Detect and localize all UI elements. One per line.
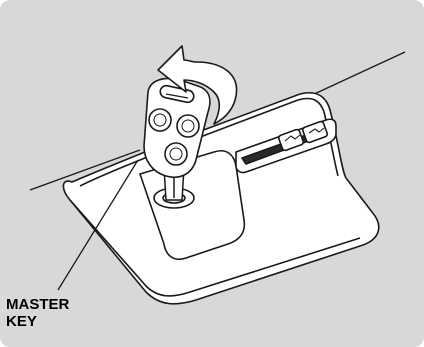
master-key-label-line2: KEY xyxy=(6,313,69,330)
master-key-label-line1: MASTER xyxy=(6,296,69,313)
trim-line-right xyxy=(310,52,405,96)
console-panel xyxy=(63,93,378,304)
master-key-label: MASTER KEY xyxy=(6,296,69,330)
